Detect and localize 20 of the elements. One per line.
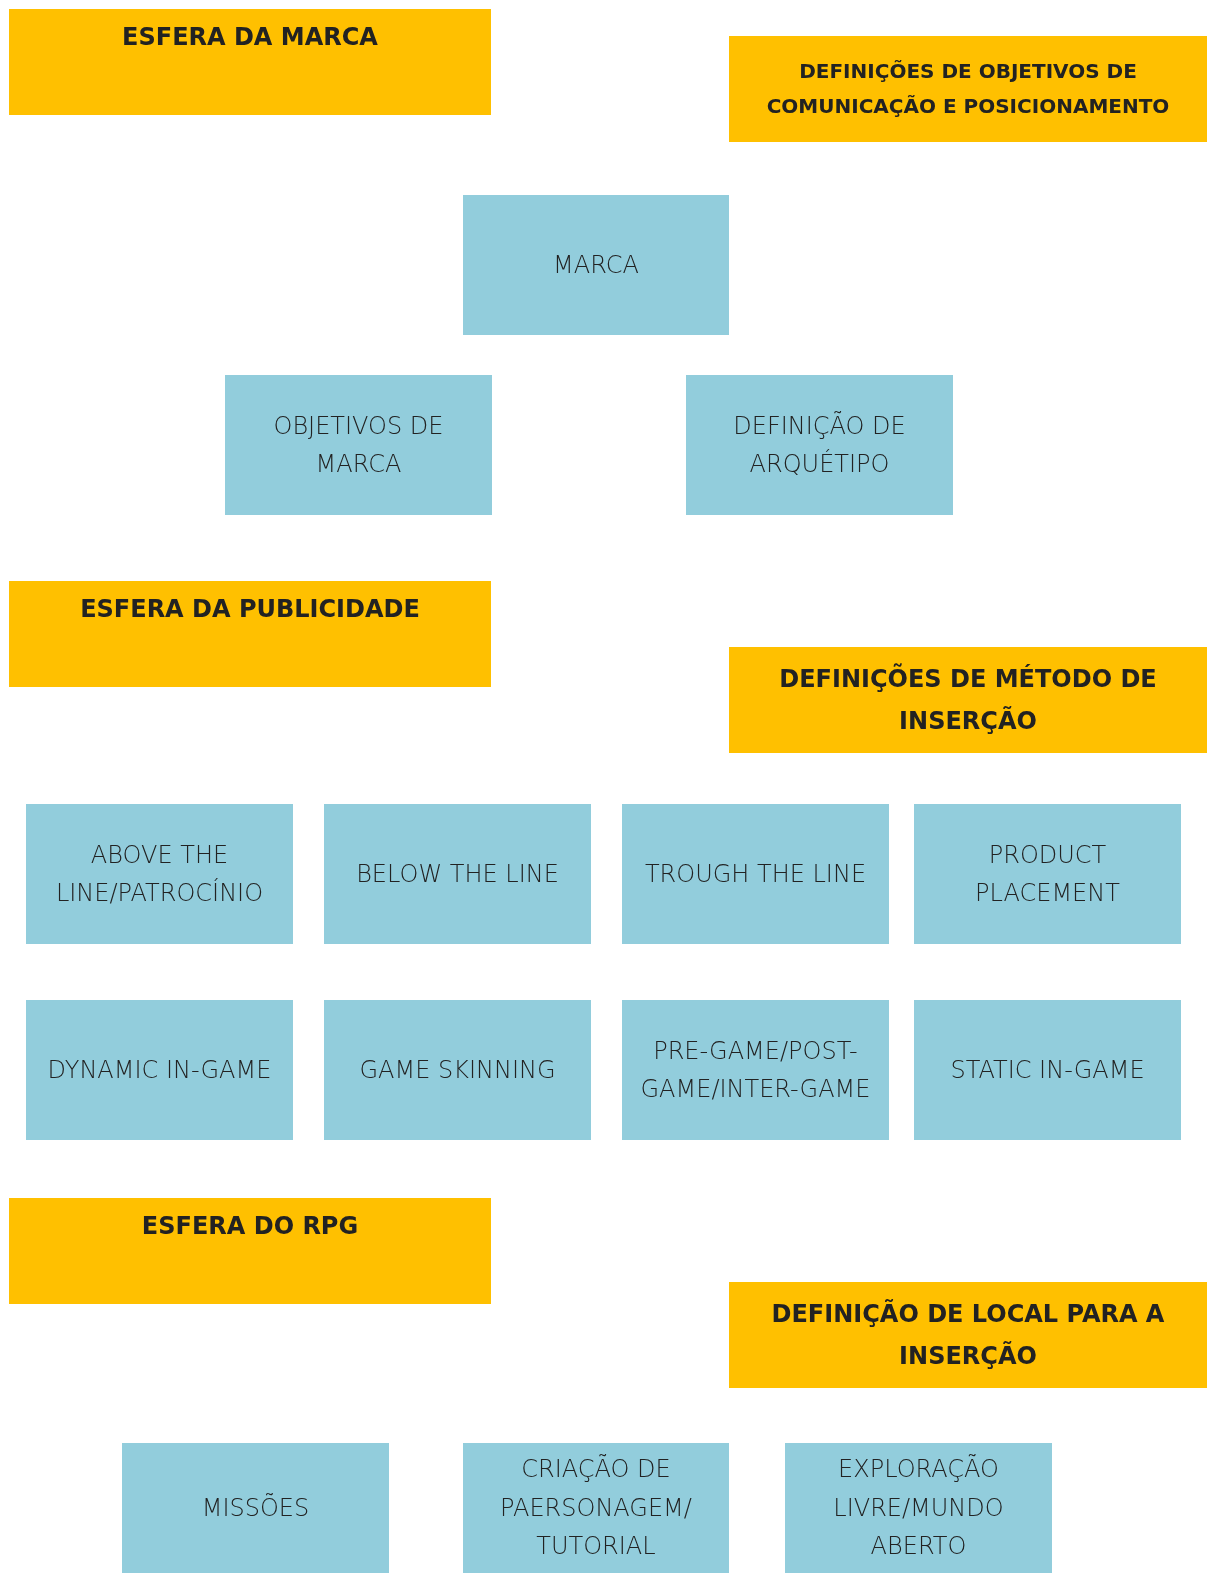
concept-box: GAME SKINNING xyxy=(324,1000,591,1140)
concept-box: STATIC IN-GAME xyxy=(914,1000,1181,1140)
concept-box: DYNAMIC IN-GAME xyxy=(26,1000,293,1140)
concept-box: BELOW THE LINE xyxy=(324,804,591,944)
section-header: ESFERA DO RPG xyxy=(9,1198,491,1304)
section-subheader: DEFINIÇÕES DE OBJETIVOS DE COMUNICAÇÃO E POSICIONAMENTO xyxy=(729,36,1207,142)
concept-box: PRODUCT PLACEMENT xyxy=(914,804,1181,944)
section-header: ESFERA DA PUBLICIDADE xyxy=(9,581,491,687)
concept-box: TROUGH THE LINE xyxy=(622,804,889,944)
section-subheader: DEFINIÇÃO DE LOCAL PARA A INSERÇÃO xyxy=(729,1282,1207,1388)
concept-box: CRIAÇÃO DE PAERSONAGEM/ TUTORIAL xyxy=(463,1443,729,1573)
concept-box: ABOVE THE LINE/PATROCÍNIO xyxy=(26,804,293,944)
section-header: ESFERA DA MARCA xyxy=(9,9,491,115)
section-subheader: DEFINIÇÕES DE MÉTODO DE INSERÇÃO xyxy=(729,647,1207,753)
concept-box: PRE-GAME/POST-GAME/INTER-GAME xyxy=(622,1000,889,1140)
concept-box: DEFINIÇÃO DE ARQUÉTIPO xyxy=(686,375,953,515)
concept-box: OBJETIVOS DE MARCA xyxy=(225,375,492,515)
concept-box: MARCA xyxy=(463,195,729,335)
concept-box: MISSÕES xyxy=(122,1443,389,1573)
concept-box: EXPLORAÇÃO LIVRE/MUNDO ABERTO xyxy=(785,1443,1052,1573)
